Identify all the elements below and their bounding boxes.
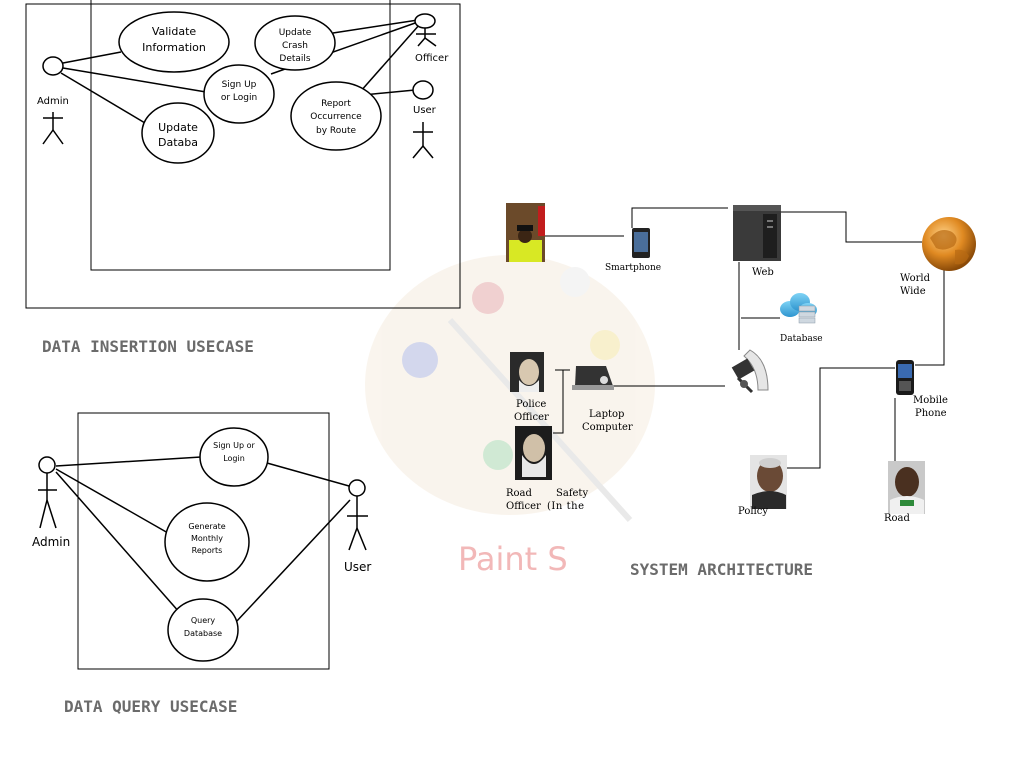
architecture-connections — [545, 207, 945, 469]
query-admin-actor — [38, 456, 57, 529]
insertion-officer-label: Officer — [415, 53, 449, 64]
laptop-label-2: Computer — [582, 422, 633, 433]
query-user-label: User — [344, 560, 371, 574]
insertion-admin-label: Admin — [37, 96, 69, 107]
usecase-update-crash-details: Update Crash Details — [254, 15, 336, 71]
insertion-admin-actor — [42, 56, 64, 145]
policy-person-photo — [750, 455, 787, 509]
smartphone-label: Smartphone — [605, 263, 661, 273]
svg-text:Report: Report — [321, 99, 351, 109]
svg-text:Occurrence: Occurrence — [310, 112, 362, 122]
road-officer-label-1: Road — [506, 488, 533, 499]
watermark-text: Paint S — [458, 540, 568, 578]
road-officer-label-2: Officer — [506, 501, 541, 512]
web-label: Web — [752, 267, 774, 278]
query-associations — [55, 456, 351, 623]
laptop-icon — [572, 366, 614, 390]
world-wide-label-2: Wide — [900, 286, 926, 297]
mobile-phone-label-2: Phone — [915, 408, 947, 419]
architecture-diagram: Smartphone Web World Wide Database — [506, 203, 976, 524]
traffic-officer-photo — [506, 203, 545, 262]
query-admin-label: Admin — [32, 535, 70, 549]
architecture-heading: SYSTEM ARCHITECTURE — [630, 560, 813, 579]
world-wide-label-1: World — [900, 273, 931, 284]
insertion-user-actor — [412, 80, 434, 159]
usecase-report-occurrence: Report Occurrence by Route — [290, 81, 382, 151]
query-heading: DATA QUERY USECASE — [64, 697, 237, 716]
road-person-photo — [888, 461, 925, 514]
police-officer-photo — [510, 352, 544, 392]
svg-text:Login: Login — [223, 454, 245, 463]
svg-text:Update: Update — [158, 121, 198, 134]
web-server-icon — [733, 205, 781, 261]
svg-text:Database: Database — [184, 629, 222, 638]
insertion-heading: DATA INSERTION USECASE — [42, 337, 254, 356]
police-officer-label-2: Officer — [514, 412, 549, 423]
svg-text:Query: Query — [191, 616, 216, 625]
road-label: Road — [884, 513, 911, 524]
insertion-user-label: User — [413, 105, 437, 116]
database-cloud-icon — [780, 293, 817, 324]
safety-label-2: (In the — [547, 501, 584, 512]
insertion-outer-frame — [25, 3, 461, 309]
mobile-phone-label-1: Mobile — [913, 395, 948, 406]
svg-text:Details: Details — [279, 54, 311, 64]
svg-text:Crash: Crash — [282, 41, 308, 51]
query-usecase-diagram: Admin User Sign Up or Login Generate Mon… — [32, 412, 371, 670]
insertion-officer-actor — [414, 13, 437, 47]
svg-text:Validate: Validate — [152, 25, 197, 38]
svg-text:Update: Update — [279, 28, 312, 38]
svg-text:Monthly: Monthly — [191, 534, 223, 543]
police-officer-label-1: Police — [516, 399, 546, 410]
smartphone-icon — [632, 228, 650, 258]
policy-label: Policy — [738, 506, 768, 517]
usecase-sign-up-or-login: Sign Up or Login — [203, 64, 275, 124]
safety-label-1: Safety — [556, 488, 588, 499]
laptop-label-1: Laptop — [589, 409, 624, 420]
road-safety-officer-photo — [515, 426, 552, 480]
svg-text:Databa: Databa — [158, 136, 198, 149]
insertion-system-boundary — [90, 0, 391, 271]
svg-text:Sign Up: Sign Up — [222, 80, 257, 90]
usecase-validate-information: Validate Information — [118, 11, 230, 73]
query-usecase-query-database: Query Database — [167, 598, 239, 662]
satellite-antenna-icon — [731, 349, 769, 394]
usecase-update-database: Update Databa — [141, 102, 215, 164]
query-user-actor — [347, 479, 368, 551]
query-system-boundary — [77, 412, 330, 670]
svg-text:Sign Up or: Sign Up or — [213, 441, 255, 450]
globe-icon — [922, 217, 976, 271]
svg-text:Reports: Reports — [192, 546, 223, 555]
svg-text:Information: Information — [142, 41, 206, 54]
query-usecase-generate-reports: Generate Monthly Reports — [164, 502, 250, 582]
query-usecase-sign-up: Sign Up or Login — [199, 427, 269, 487]
svg-text:Generate: Generate — [188, 522, 225, 531]
insertion-usecase-diagram: Admin Officer User Validate Information — [25, 0, 461, 309]
database-label: Database — [780, 334, 823, 344]
svg-text:by Route: by Route — [316, 126, 356, 136]
mobile-phone-icon — [896, 360, 914, 395]
svg-text:or Login: or Login — [221, 93, 257, 103]
